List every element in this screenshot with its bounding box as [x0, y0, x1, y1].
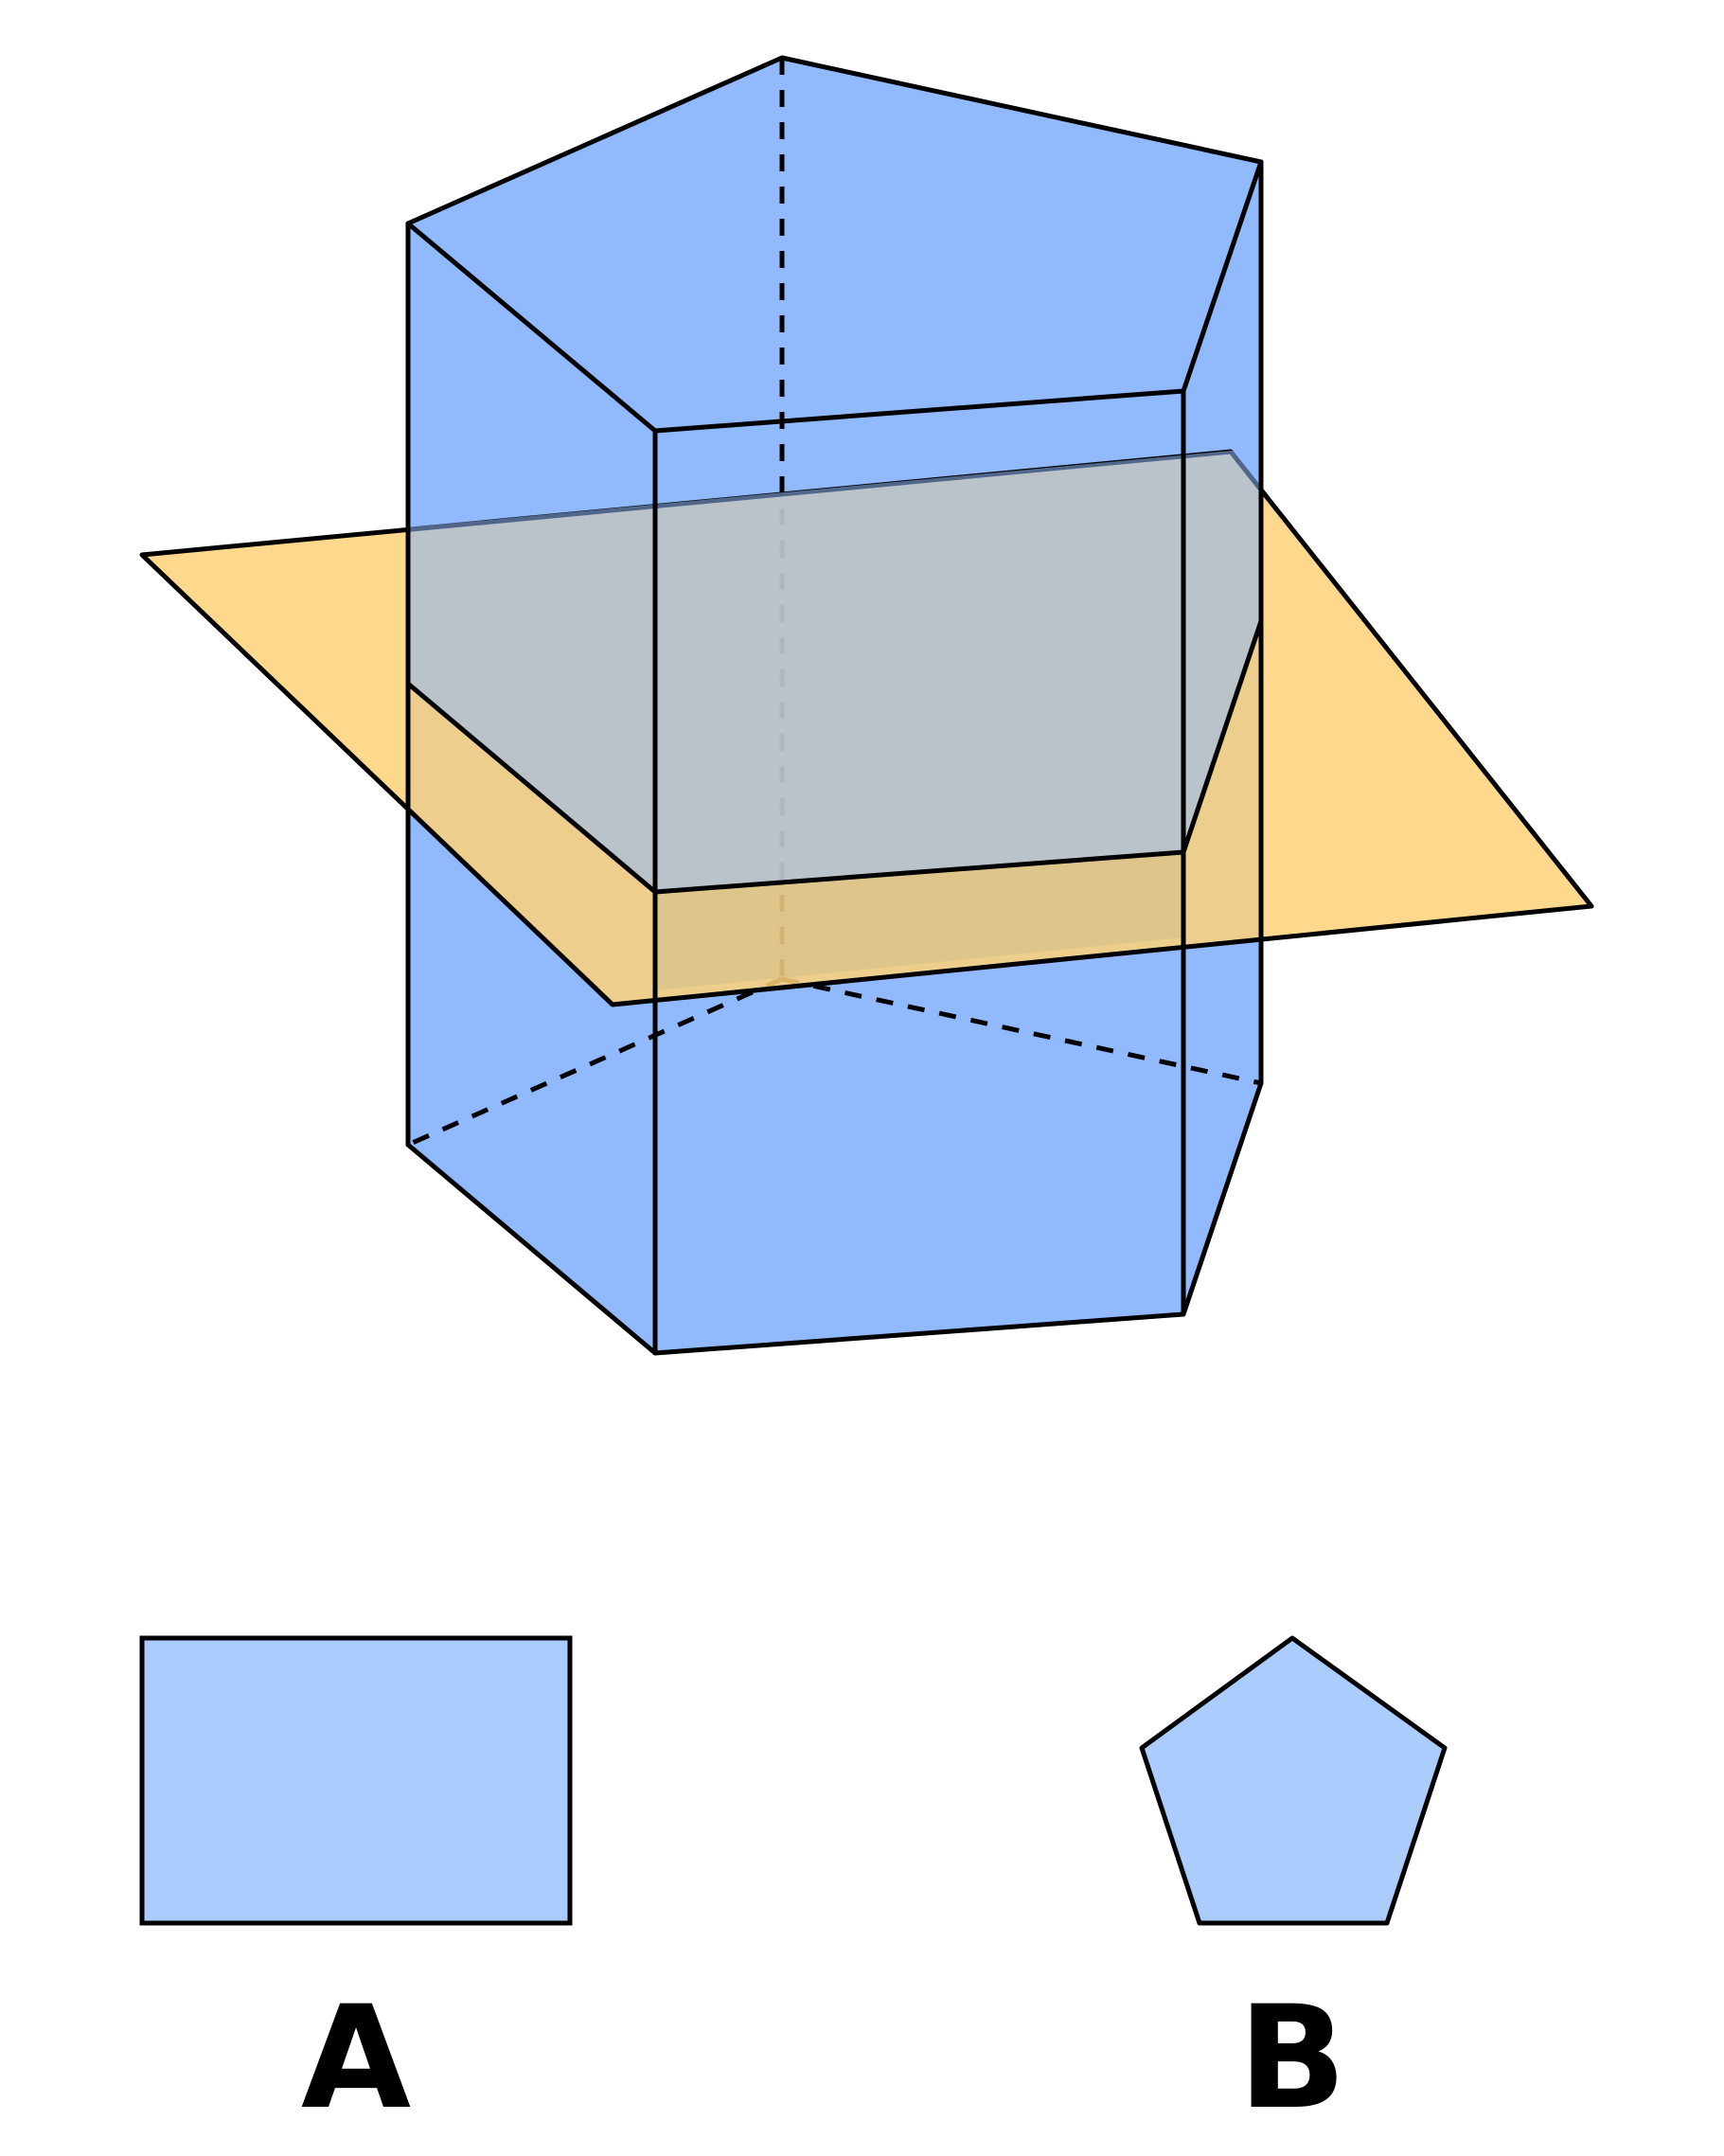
prism-upper-overlay: [408, 448, 1261, 990]
choice-a-rectangle: [139, 1635, 573, 1926]
hidden-bottom-left-edge: [406, 976, 784, 1148]
choice-b[interactable]: B: [1139, 1635, 1448, 2141]
choice-b-pentagon: [1139, 1635, 1448, 1926]
top-edge-outline: [405, 55, 1264, 434]
choice-a-label: A: [301, 1976, 411, 2141]
choice-b-label: B: [1238, 1976, 1346, 2141]
prism-visible-edges: [405, 55, 1264, 1356]
prism-top-face: [408, 58, 1261, 431]
bottom-edge-outline: [405, 1080, 1264, 1356]
choice-a[interactable]: A: [139, 1635, 573, 2141]
section-edge-outline: [405, 618, 1264, 895]
